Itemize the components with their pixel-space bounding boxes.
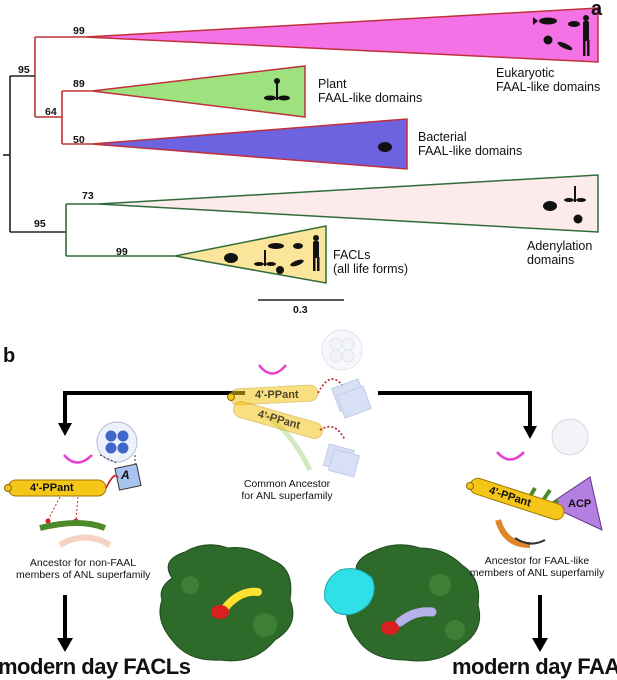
plant-icon <box>254 250 276 266</box>
fly-icon <box>293 243 303 249</box>
clade-label-eukaryotic: Eukaryotic FAAL-like domains <box>496 66 601 95</box>
adenylation-domain-box <box>114 463 142 491</box>
bacterium-icon <box>543 201 557 211</box>
panel-a-label: a <box>591 0 603 20</box>
plant-icon <box>264 78 290 101</box>
common-ancestor-caption: Common Ancestor for ANL superfamily <box>241 478 333 503</box>
ppant-label-ancestor-upper: 4'-PPant <box>255 389 299 401</box>
faal-branches <box>34 36 92 145</box>
bootstrap-root-lower: 95 <box>34 218 46 230</box>
arrow-head-left <box>58 423 72 436</box>
clade-label-facl: FACLs (all life forms) <box>333 248 409 277</box>
modern-facls-label: modern day FACLs <box>0 654 191 679</box>
scale-bar-label: 0.3 <box>293 304 308 316</box>
ppant-label-nonfaal: 4'-PPant <box>30 482 74 494</box>
substrate-pocket-icon <box>321 329 363 371</box>
bootstrap-plant-bacterial: 64 <box>45 106 57 118</box>
fish-icon <box>539 17 557 25</box>
fly-icon <box>568 21 580 27</box>
ancestry-scheme <box>4 329 603 662</box>
human-icon <box>313 235 319 241</box>
panel-b-label: b <box>3 345 16 367</box>
bacterial-clade-triangle <box>91 118 408 170</box>
phylogenetic-tree <box>3 7 599 301</box>
root-branches <box>3 75 66 233</box>
bootstrap-bacterial: 50 <box>73 134 85 146</box>
facl-clade-triangle <box>174 225 327 284</box>
organism-silhouettes <box>224 15 590 274</box>
fish-icon <box>268 243 284 249</box>
magenta-arc-ancestor <box>258 364 287 375</box>
modern-faals-label: modern day FAALs <box>452 654 617 679</box>
arrow-head-faal <box>532 638 548 652</box>
faal-protein-structure <box>324 544 481 662</box>
faal-ancestor-caption: Ancestor for FAAL-like members of ANL su… <box>469 555 605 580</box>
arrow-head-facl <box>57 638 73 652</box>
clade-label-plant: Plant FAAL-like domains <box>318 77 423 106</box>
adenylation-clade-triangle <box>97 174 599 233</box>
main-arrows <box>63 391 532 428</box>
green-loop-nonfaal <box>39 520 107 531</box>
facl-protein-structure <box>159 544 294 662</box>
cyan-acp-structure <box>324 568 375 616</box>
clade-label-bacterial: Bacterial FAAL-like domains <box>418 130 523 159</box>
adenylation-domain-label: A <box>121 468 130 482</box>
clade-label-adenylation: Adenylation domains <box>527 239 593 268</box>
common-ancestor-graphic <box>263 329 372 478</box>
mouse-icon <box>543 35 553 45</box>
eukaryotic-clade-triangle <box>84 7 599 63</box>
arrow-head-right <box>523 426 537 439</box>
bootstrap-facl: 99 <box>116 246 128 258</box>
orange-loop-faal <box>495 519 531 548</box>
bootstrap-adenylation: 73 <box>82 190 94 202</box>
bacterium-icon <box>224 253 238 263</box>
human-icon <box>583 21 589 41</box>
bacterium-icon <box>378 142 392 152</box>
substrate-pocket-icon <box>96 421 138 463</box>
bootstrap-plant: 89 <box>73 78 85 90</box>
bootstrap-eukaryotic: 99 <box>73 25 85 37</box>
acp-label: ACP <box>568 498 592 510</box>
substrate-pocket-icon <box>551 418 589 456</box>
acp-domain-shape <box>546 476 603 531</box>
magenta-arc-nonfaal <box>63 454 93 464</box>
mouse-icon <box>276 266 284 274</box>
fish-tail-icon <box>533 17 538 25</box>
worm-icon <box>290 259 304 267</box>
bootstrap-root-upper: 95 <box>18 64 30 76</box>
magenta-arc-faal <box>496 451 525 461</box>
plant-icon <box>564 186 586 202</box>
mouse-icon <box>573 214 583 224</box>
plant-clade-triangle <box>91 65 306 118</box>
ppant-arm-ancestor-lower <box>232 401 324 439</box>
anl-branches <box>65 203 175 257</box>
worm-icon <box>557 41 573 51</box>
non-faal-ancestor-caption: Ancestor for non-FAAL members of ANL sup… <box>16 557 151 582</box>
